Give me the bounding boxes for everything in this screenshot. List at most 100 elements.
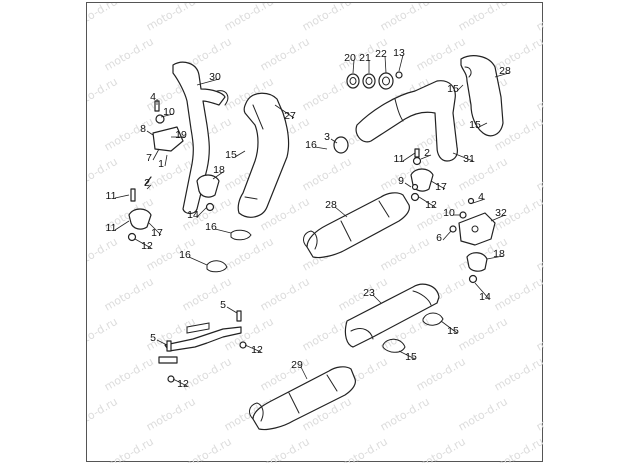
callout-leader — [402, 152, 416, 162]
callout-4: 4 — [478, 191, 484, 203]
callout-leader — [330, 138, 338, 144]
small-clip-16 — [230, 229, 252, 241]
callout-leader — [456, 84, 464, 92]
watermark-text: moto-d.ru — [258, 35, 312, 74]
watermark-text: moto-d.ru — [336, 435, 390, 463]
watermark-text: moto-d.ru — [102, 275, 156, 314]
callout-leader — [212, 171, 224, 180]
watermark-text: moto-d.ru — [414, 35, 468, 74]
callout-6: 6 — [436, 232, 442, 244]
watermark-text: moto-d.ru — [144, 395, 198, 434]
front-head-pipe-port — [216, 90, 229, 106]
watermark-text: moto-d.ru — [414, 355, 468, 394]
gasket-3 — [333, 136, 349, 154]
bolt-5-lower — [166, 340, 172, 352]
small-clip-16b — [206, 260, 228, 273]
watermark-text: moto-d.ru — [414, 435, 468, 463]
callout-28: 28 — [325, 199, 337, 211]
callout-11: 11 — [394, 153, 405, 165]
callout-leader — [452, 152, 474, 162]
watermark-text: moto-d.ru — [87, 395, 120, 434]
callout-16: 16 — [305, 139, 317, 151]
bolt-11-left — [130, 188, 136, 202]
rear-head-pipe — [355, 80, 458, 162]
callout-27: 27 — [284, 110, 296, 122]
callout-18: 18 — [213, 164, 225, 176]
flange-20-hole — [349, 77, 357, 85]
watermark-text: moto-d.ru — [87, 155, 120, 194]
watermark-text: moto-d.ru — [300, 155, 354, 194]
front-muffler-seam — [340, 200, 390, 242]
support-bracket-foot — [158, 356, 178, 364]
callout-leader — [146, 184, 152, 190]
callout-28: 28 — [499, 65, 511, 77]
callout-leader — [300, 366, 308, 380]
callout-leader — [418, 196, 436, 208]
callout-5: 5 — [220, 299, 226, 311]
bolt-4-front — [154, 100, 160, 112]
callout-4: 4 — [150, 91, 156, 103]
washer-10-rear — [412, 156, 422, 166]
callout-leader — [160, 113, 174, 118]
nut-14-left — [205, 202, 215, 212]
watermark-text: moto-d.ru — [456, 315, 510, 354]
callout-leader — [172, 378, 188, 387]
callout-2: 2 — [424, 147, 430, 159]
watermark-text: moto-d.ru — [378, 395, 432, 434]
watermark-text: moto-d.ru — [102, 35, 156, 74]
callout-15: 15 — [447, 325, 459, 337]
callout-leader — [352, 59, 355, 74]
watermark-text: moto-d.ru — [492, 355, 544, 394]
callout-leader — [478, 122, 488, 128]
watermark-text: moto-d.ru — [87, 3, 120, 34]
callout-10: 10 — [163, 106, 175, 118]
callout-9: 9 — [398, 175, 404, 187]
watermark-text: moto-d.ru — [87, 235, 120, 274]
callout-leader — [490, 214, 506, 222]
callout-leader — [398, 54, 404, 72]
callout-15: 15 — [447, 83, 459, 95]
callout-10: 10 — [443, 207, 455, 219]
callout-leader — [274, 104, 295, 119]
flange-20 — [346, 73, 360, 89]
left-clamp — [128, 208, 152, 230]
callout-15: 15 — [405, 351, 417, 363]
callout-leader — [188, 256, 208, 266]
watermark-text: moto-d.ru — [534, 75, 544, 114]
watermark-text: moto-d.ru — [258, 435, 312, 463]
nut-12-support-right — [239, 341, 247, 349]
callout-leader — [314, 146, 328, 150]
callout-12: 12 — [425, 199, 437, 211]
callout-5: 5 — [150, 332, 156, 344]
watermark-text: moto-d.ru — [300, 75, 354, 114]
callout-13: 13 — [393, 47, 405, 59]
callout-22: 22 — [375, 48, 387, 60]
callout-21: 21 — [359, 52, 371, 64]
callout-leader — [486, 255, 504, 260]
callout-12: 12 — [177, 378, 189, 390]
callout-12: 12 — [141, 240, 153, 252]
bolt-5-upper — [236, 310, 242, 322]
callout-8: 8 — [140, 123, 146, 135]
clamp-18 — [466, 252, 488, 272]
watermark-text: moto-d.ru — [378, 3, 432, 34]
watermark-text: moto-d.ru — [534, 3, 544, 34]
rear-head-pipe-inner — [394, 98, 404, 122]
front-muffler — [306, 192, 410, 259]
clip-13 — [395, 71, 403, 79]
watermark-text: moto-d.ru — [456, 395, 510, 434]
callout-leader — [148, 222, 162, 236]
front-clamp — [196, 174, 220, 198]
callout-leader — [372, 294, 382, 304]
callout-leader — [156, 339, 168, 346]
bolt-2-left — [144, 176, 152, 186]
callout-leader — [226, 306, 238, 314]
callout-leader — [384, 55, 387, 74]
callout-leader — [196, 206, 208, 218]
callout-leader — [494, 72, 510, 78]
callout-16: 16 — [179, 249, 191, 261]
callout-31: 31 — [463, 153, 475, 165]
gasket-22-hole — [382, 76, 390, 86]
